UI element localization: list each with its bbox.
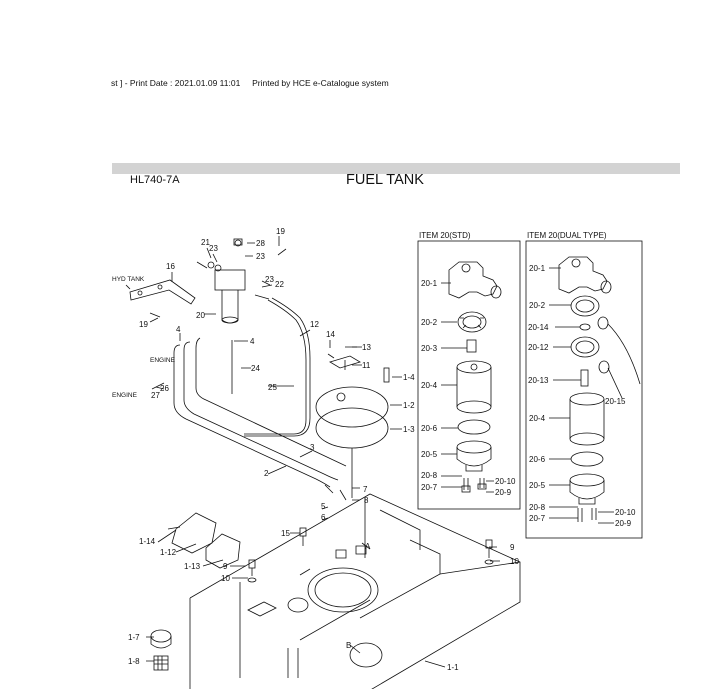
callout-23c: 23 <box>265 275 274 284</box>
callout-26: 26 <box>160 384 169 393</box>
callout-10b: 10 <box>510 557 519 566</box>
callout-leaders <box>146 236 500 668</box>
callout-1-14: 1-14 <box>139 537 156 546</box>
fuel-tank-body <box>189 493 521 689</box>
callout-1-4: 1-4 <box>403 373 415 382</box>
label-dual-20-10: 20-10 <box>615 508 636 517</box>
label-std-20-7: 20-7 <box>421 483 438 492</box>
callout-23: 23 <box>209 244 218 253</box>
callout-14: 14 <box>326 330 335 339</box>
callout-a: A <box>365 542 371 551</box>
callout-3: 3 <box>310 443 315 452</box>
label-dual-20-9: 20-9 <box>615 519 632 528</box>
label-std-20-10: 20-10 <box>495 477 516 486</box>
label-std-20-5: 20-5 <box>421 450 438 459</box>
detail-dual-caption: ITEM 20(DUAL TYPE) <box>527 231 607 240</box>
callout-1-1: 1-1 <box>447 663 459 672</box>
label-dual-20-4: 20-4 <box>529 414 546 423</box>
label-hyd-tank: HYD TANK <box>112 276 145 283</box>
model-name: HL740-7A <box>130 174 180 186</box>
callout-b: B <box>346 641 351 650</box>
callout-24: 24 <box>251 364 260 373</box>
label-dual-20-7: 20-7 <box>529 514 546 523</box>
callout-4: 4 <box>176 325 181 334</box>
callout-1-3: 1-3 <box>403 425 415 434</box>
callout-10: 10 <box>221 574 230 583</box>
detail-box-dual: ITEM 20(DUAL TYPE) <box>525 231 643 539</box>
label-std-20-8: 20-8 <box>421 471 438 480</box>
callout-1-12: 1-12 <box>160 548 177 557</box>
label-std-20-2: 20-2 <box>421 318 438 327</box>
title-band <box>112 163 680 174</box>
callout-20: 20 <box>196 311 205 320</box>
page-title: FUEL TANK <box>346 172 424 188</box>
label-std-20-4: 20-4 <box>421 381 438 390</box>
label-std-20-6: 20-6 <box>421 424 438 433</box>
callout-16: 16 <box>166 262 175 271</box>
callout-15: 15 <box>281 529 290 538</box>
callout-22: 22 <box>275 280 284 289</box>
label-engine-1: ENGINE <box>150 357 176 364</box>
print-info-header: st ] - Print Date : 2021.01.09 11:01 Pri… <box>111 78 389 88</box>
label-dual-20-12: 20-12 <box>528 343 549 352</box>
callout-5: 5 <box>321 502 326 511</box>
callout-labels: HYD TANK ENGINE ENGINE 19 21 23 28 23 16… <box>112 227 519 672</box>
callout-1-13: 1-13 <box>184 562 201 571</box>
fuel-tank-cover <box>315 386 389 498</box>
callout-9: 9 <box>223 562 228 571</box>
label-dual-20-15: 20-15 <box>605 397 626 406</box>
callout-1-2: 1-2 <box>403 401 415 410</box>
callout-27: 27 <box>151 391 160 400</box>
callout-2: 2 <box>264 469 269 478</box>
callout-21: 21 <box>201 238 210 247</box>
callout-1-7: 1-7 <box>128 633 140 642</box>
detail-dual-labels: 20-1 20-2 20-14 20-12 20-13 20-15 20-4 2… <box>528 264 636 528</box>
callout-23b: 23 <box>256 252 265 261</box>
label-dual-20-6: 20-6 <box>529 455 546 464</box>
label-engine-2: ENGINE <box>112 392 138 399</box>
label-std-20-3: 20-3 <box>421 344 438 353</box>
callout-7: 7 <box>363 485 368 494</box>
callout-1-8: 1-8 <box>128 657 140 666</box>
fuel-line-assembly <box>129 239 361 501</box>
detail-std-labels: 20-1 20-2 20-3 20-4 20-6 20-5 20-8 20-7 … <box>421 279 516 497</box>
label-dual-20-2: 20-2 <box>529 301 546 310</box>
callout-13: 13 <box>362 343 371 352</box>
callout-19b: 19 <box>139 320 148 329</box>
callout-28: 28 <box>256 239 265 248</box>
detail-std-caption: ITEM 20(STD) <box>419 231 471 240</box>
label-dual-20-1: 20-1 <box>529 264 546 273</box>
callout-25: 25 <box>268 383 277 392</box>
bolts-and-washers <box>149 238 494 671</box>
callout-11: 11 <box>362 361 371 370</box>
detail-box-std: ITEM 20(STD) <box>417 231 521 510</box>
label-dual-20-13: 20-13 <box>528 376 549 385</box>
label-dual-20-8: 20-8 <box>529 503 546 512</box>
callout-9b: 9 <box>510 543 515 552</box>
callout-19: 19 <box>276 227 285 236</box>
label-dual-20-14: 20-14 <box>528 323 549 332</box>
label-std-20-1: 20-1 <box>421 279 438 288</box>
callout-4b: 4 <box>250 337 255 346</box>
label-dual-20-5: 20-5 <box>529 481 546 490</box>
callout-12: 12 <box>310 320 319 329</box>
label-std-20-9: 20-9 <box>495 488 512 497</box>
callout-8: 8 <box>364 496 369 505</box>
inspection-cover <box>167 512 241 569</box>
callout-6: 6 <box>321 513 326 522</box>
